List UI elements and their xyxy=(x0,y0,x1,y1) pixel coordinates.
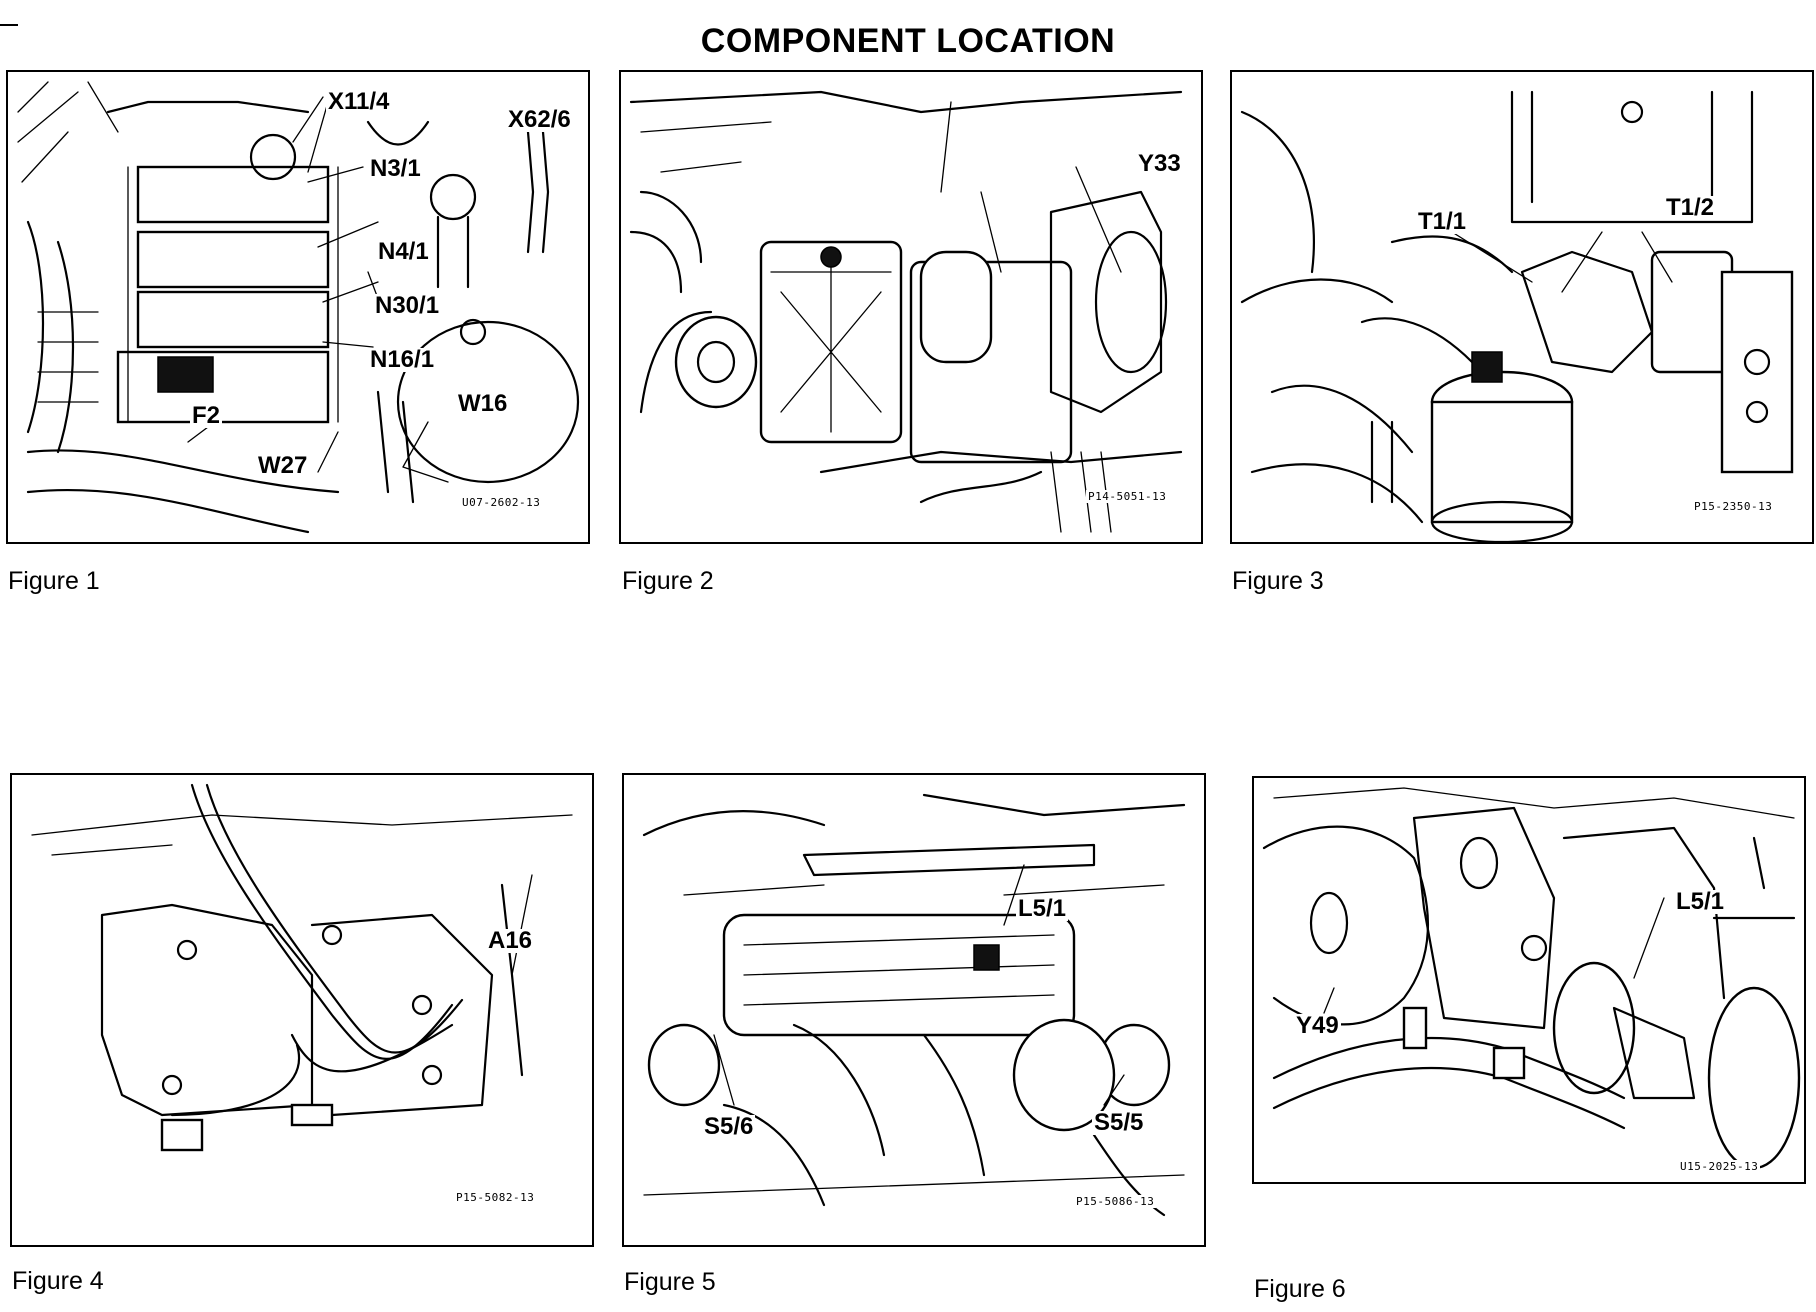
figure-1-label-x11-4: X11/4 xyxy=(326,88,392,115)
figure-1-label-w27: W27 xyxy=(256,452,310,479)
figure-2-drawing xyxy=(629,90,1183,533)
figure-3-label-t1-1: T1/1 xyxy=(1416,208,1469,235)
figure-6-reference-code: U15-2025-13 xyxy=(1678,1160,1761,1173)
figure-5-label-s5-6: S5/6 xyxy=(702,1113,756,1140)
figure-1-reference-code: U07-2602-13 xyxy=(460,496,543,509)
figure-2-reference-code: P14-5051-13 xyxy=(1086,490,1169,503)
figure-5-reference-code: P15-5086-13 xyxy=(1074,1195,1157,1208)
figure-1-drawing xyxy=(17,81,580,534)
figure-2-caption: Figure 2 xyxy=(622,567,714,595)
figure-2-illustration: Y33 P14-5051-13 xyxy=(619,70,1203,544)
figure-2-label-y33: Y33 xyxy=(1136,150,1183,177)
page-title: COMPONENT LOCATION xyxy=(700,22,1116,60)
figure-6-label-y49: Y49 xyxy=(1294,1012,1341,1039)
figure-6-label-l5-1: L5/1 xyxy=(1674,888,1727,915)
figure-3-label-t1-2: T1/2 xyxy=(1664,194,1717,221)
figure-1-label-f2: F2 xyxy=(190,402,223,429)
figure-3-illustration: T1/1 T1/2 P15-2350-13 xyxy=(1230,70,1814,544)
figure-3-drawing xyxy=(1240,90,1794,542)
figure-1-illustration: X11/4 X62/6 N3/1 N4/1 N30/1 N16/1 W16 F2… xyxy=(6,70,590,544)
figure-6-drawing xyxy=(1262,787,1801,1170)
figure-4-reference-code: P15-5082-13 xyxy=(454,1191,537,1204)
figure-4-caption: Figure 4 xyxy=(12,1267,104,1295)
figure-3-reference-code: P15-2350-13 xyxy=(1692,500,1775,513)
figure-1-caption: Figure 1 xyxy=(8,567,100,595)
figure-5-illustration: L5/1 S5/6 S5/5 P15-5086-13 xyxy=(622,773,1206,1247)
figure-5-label-l5-1: L5/1 xyxy=(1016,895,1069,922)
figure-6-illustration: L5/1 Y49 U15-2025-13 xyxy=(1252,776,1806,1184)
figure-4-drawing xyxy=(31,783,573,1152)
figure-1-label-x62-6: X62/6 xyxy=(506,106,573,133)
figure-5-drawing xyxy=(642,793,1186,1217)
figure-5-caption: Figure 5 xyxy=(624,1268,716,1296)
corner-mark xyxy=(0,24,18,26)
figure-4-illustration: A16 P15-5082-13 xyxy=(10,773,594,1247)
figure-1-label-w16: W16 xyxy=(456,390,510,417)
figure-1-label-n16-1: N16/1 xyxy=(368,346,437,373)
figure-1-label-n4-1: N4/1 xyxy=(376,238,431,265)
figure-1-label-n3-1: N3/1 xyxy=(368,155,423,182)
figure-3-caption: Figure 3 xyxy=(1232,567,1324,595)
figure-1-label-n30-1: N30/1 xyxy=(373,292,442,319)
figure-6-caption: Figure 6 xyxy=(1254,1275,1346,1303)
figure-4-label-a16: A16 xyxy=(486,927,535,954)
figure-5-label-s5-5: S5/5 xyxy=(1092,1109,1146,1136)
